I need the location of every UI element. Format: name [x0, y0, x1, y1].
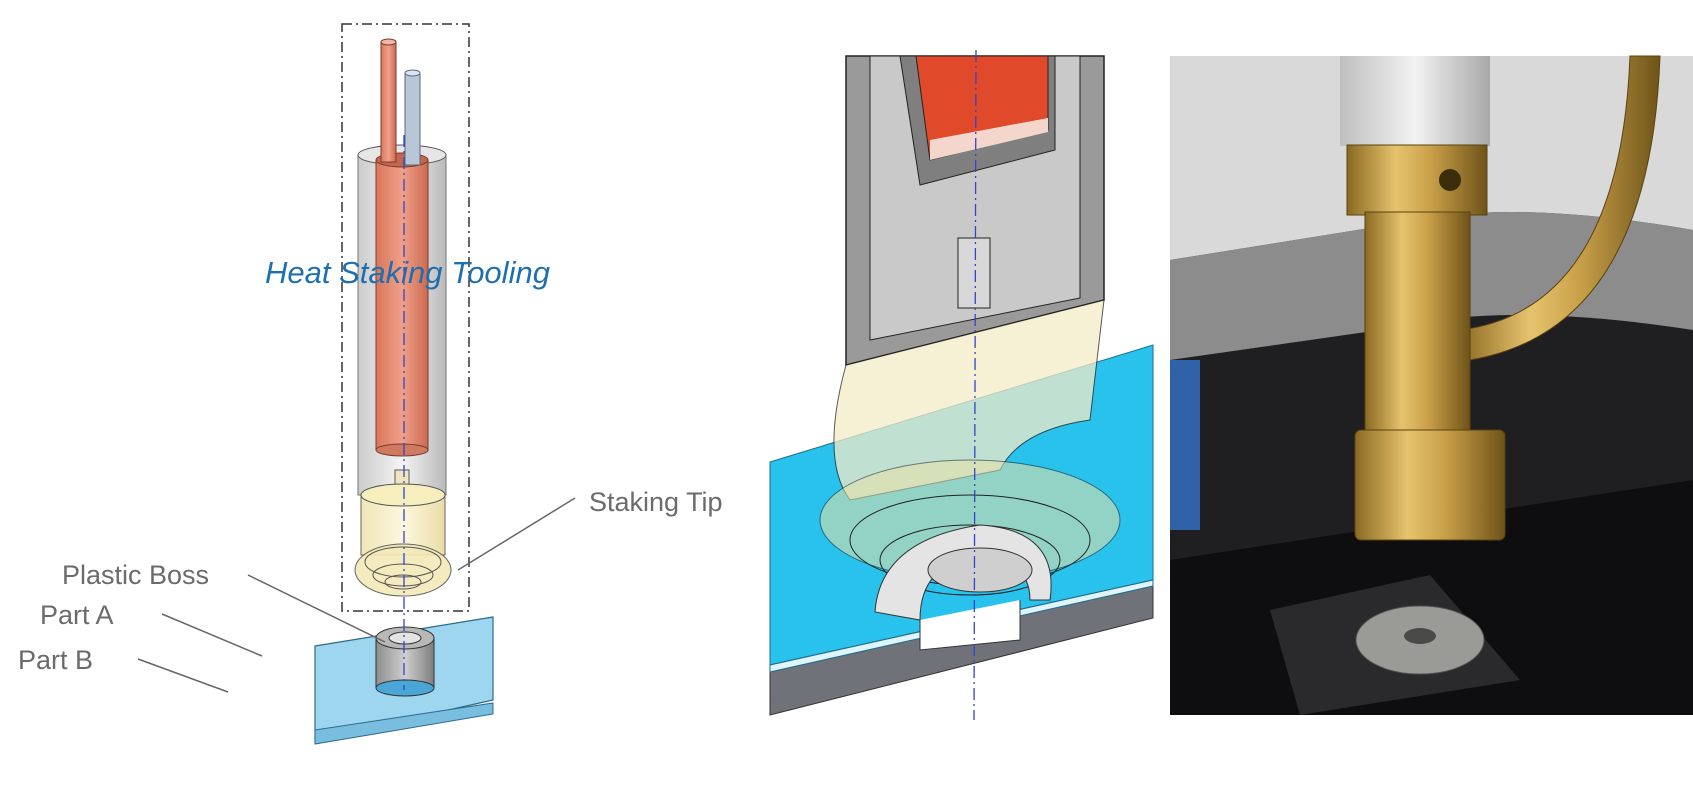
part-a-leader [161, 613, 263, 657]
label-staking-tip: Staking Tip [589, 487, 723, 517]
part-b-leader [137, 658, 229, 693]
heater-rods [380, 38, 421, 166]
section-view [769, 49, 1154, 721]
staking-tip [354, 483, 452, 597]
label-plastic-boss: Plastic Boss [62, 560, 210, 590]
plastic-boss [375, 626, 435, 697]
heater-tube [375, 152, 429, 457]
label-part-a: Part A [40, 600, 114, 630]
label-part-b: Part B [18, 645, 94, 675]
staking-tip-leader [457, 497, 576, 571]
photo-view [1170, 55, 1693, 715]
tooling-outline-box [341, 23, 470, 612]
diagram-title: Heat Staking Tooling [265, 255, 550, 290]
plastic-boss-leader [247, 574, 386, 643]
